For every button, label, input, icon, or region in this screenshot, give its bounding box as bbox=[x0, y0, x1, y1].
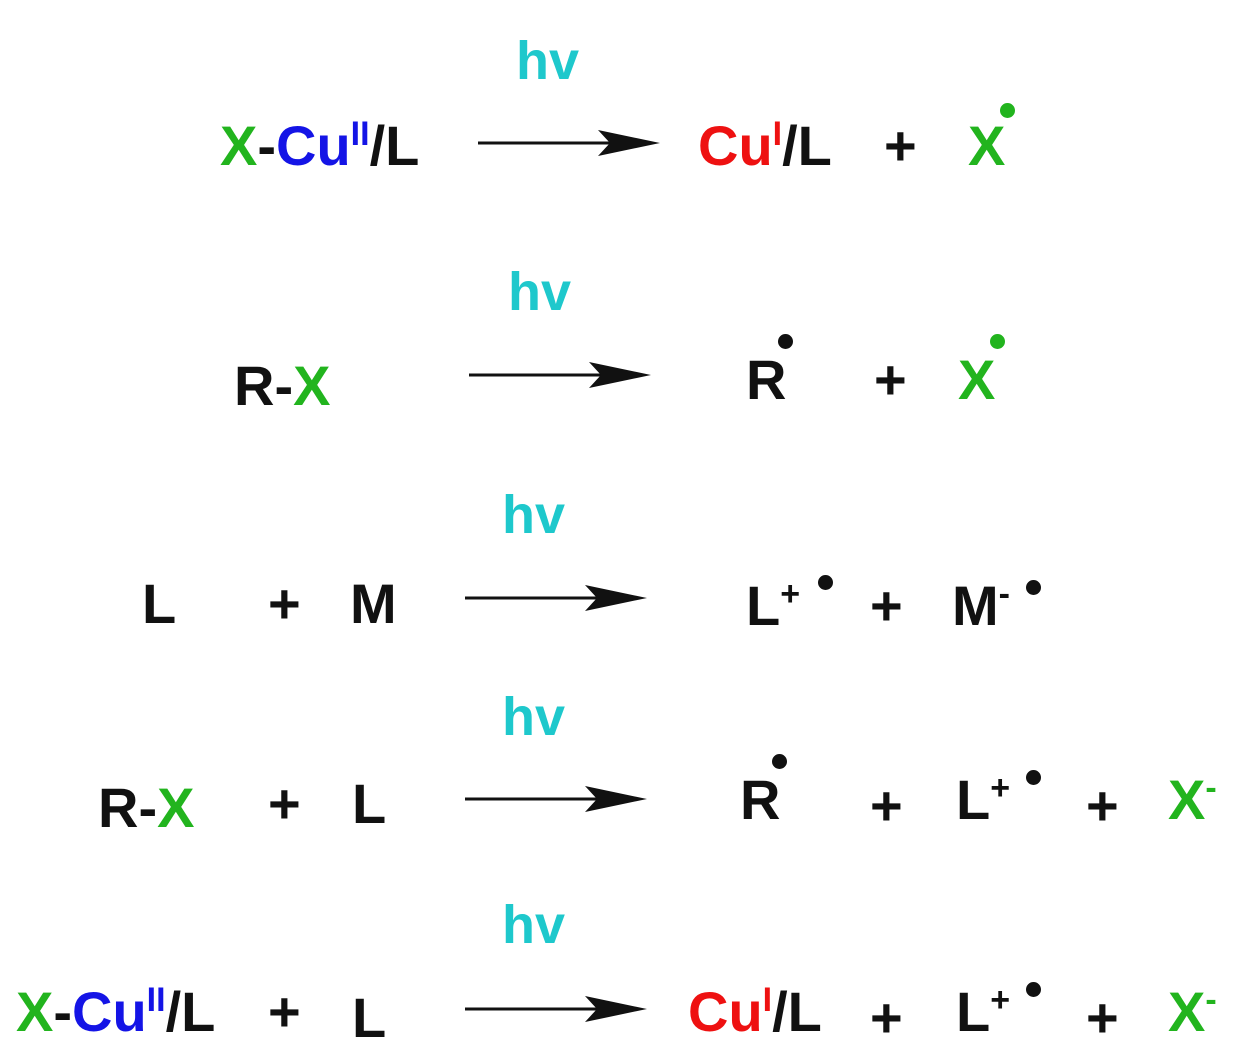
oxidation-state-ii: II bbox=[146, 981, 166, 1019]
charge-minus: - bbox=[1205, 981, 1217, 1019]
radical-dot-icon bbox=[1000, 103, 1015, 118]
hv-label: hv bbox=[502, 895, 566, 955]
bond-dash: - bbox=[53, 980, 73, 1043]
reaction-arrow bbox=[465, 996, 647, 1022]
hv-label: hv bbox=[502, 485, 566, 545]
species-m: M bbox=[952, 574, 999, 637]
radical-dot-icon bbox=[772, 754, 787, 769]
oxidation-state-i: I bbox=[762, 981, 773, 1019]
plus-sign: + bbox=[1086, 986, 1119, 1049]
oxidation-state-ii: II bbox=[350, 115, 370, 153]
charge-plus: + bbox=[780, 575, 801, 613]
radical-dot-icon bbox=[818, 575, 833, 590]
plus-sign: + bbox=[870, 986, 903, 1049]
species-l: L bbox=[352, 772, 387, 835]
plus-sign: + bbox=[268, 980, 301, 1043]
alkyl-radical-r: R bbox=[740, 768, 781, 831]
species-l: L bbox=[956, 980, 991, 1043]
charge-minus: - bbox=[998, 575, 1010, 613]
radical-dot-icon bbox=[1026, 580, 1041, 595]
halide-anion-x: X- bbox=[1168, 981, 1217, 1040]
halogen-x: X bbox=[293, 354, 331, 417]
copper-cu: Cu bbox=[688, 980, 763, 1043]
bond-dash: - bbox=[257, 114, 277, 177]
species-l: L bbox=[142, 572, 177, 635]
halide-anion-x: X- bbox=[1168, 769, 1217, 828]
halogen-radical-x: X bbox=[968, 114, 1006, 177]
reactant-r-x: R-X bbox=[234, 358, 330, 414]
copper-cu: Cu bbox=[72, 980, 147, 1043]
halogen-x: X bbox=[157, 776, 195, 839]
reaction-arrow bbox=[478, 130, 660, 156]
species-l: L bbox=[746, 574, 781, 637]
ligand-slash-l: /L bbox=[772, 980, 822, 1043]
radical-dot-icon bbox=[778, 334, 793, 349]
plus-sign: + bbox=[874, 348, 907, 411]
reaction-arrow bbox=[469, 362, 651, 388]
reactant-x-cu-ii-l: X-CuII/L bbox=[16, 981, 215, 1040]
hv-label: hv bbox=[516, 31, 580, 91]
copper-cu: Cu bbox=[698, 114, 773, 177]
species-m: M bbox=[350, 572, 397, 635]
plus-sign: + bbox=[870, 574, 903, 637]
plus-sign: + bbox=[268, 772, 301, 835]
plus-sign: + bbox=[1086, 774, 1119, 837]
product-cu-i-l: CuI/L bbox=[698, 115, 832, 174]
reactant-x-cu-ii-l: X-CuII/L bbox=[220, 115, 419, 174]
alkyl-r-dash: R- bbox=[98, 776, 158, 839]
radical-dot-icon bbox=[990, 334, 1005, 349]
plus-sign: + bbox=[268, 572, 301, 635]
ligand-slash-l: /L bbox=[782, 114, 832, 177]
species-l: L bbox=[352, 986, 387, 1049]
reaction-arrow bbox=[465, 786, 647, 812]
radical-cation-l: L+ bbox=[746, 575, 801, 634]
product-cu-i-l: CuI/L bbox=[688, 981, 822, 1040]
halogen-x: X bbox=[1168, 768, 1206, 831]
oxidation-state-i: I bbox=[772, 115, 783, 153]
reactant-r-x: R-X bbox=[98, 780, 194, 836]
halogen-x: X bbox=[1168, 980, 1206, 1043]
halogen-x: X bbox=[220, 114, 258, 177]
charge-minus: - bbox=[1205, 769, 1217, 807]
radical-dot-icon bbox=[1026, 770, 1041, 785]
copper-cu: Cu bbox=[276, 114, 351, 177]
charge-plus: + bbox=[990, 769, 1011, 807]
hv-label: hv bbox=[508, 262, 572, 322]
radical-cation-l: L+ bbox=[956, 769, 1011, 828]
halogen-x: X bbox=[16, 980, 54, 1043]
radical-dot-icon bbox=[1026, 982, 1041, 997]
plus-sign: + bbox=[870, 774, 903, 837]
plus-sign: + bbox=[884, 114, 917, 177]
radical-anion-m: M- bbox=[952, 575, 1010, 634]
ligand-slash-l: /L bbox=[165, 980, 216, 1043]
reaction-arrow bbox=[465, 585, 647, 611]
hv-label: hv bbox=[502, 687, 566, 747]
halogen-radical-x: X bbox=[958, 348, 996, 411]
charge-plus: + bbox=[990, 981, 1011, 1019]
ligand-slash-l: /L bbox=[369, 114, 420, 177]
alkyl-radical-r: R bbox=[746, 348, 787, 411]
radical-cation-l: L+ bbox=[956, 981, 1011, 1040]
alkyl-r-dash: R- bbox=[234, 354, 294, 417]
species-l: L bbox=[956, 768, 991, 831]
